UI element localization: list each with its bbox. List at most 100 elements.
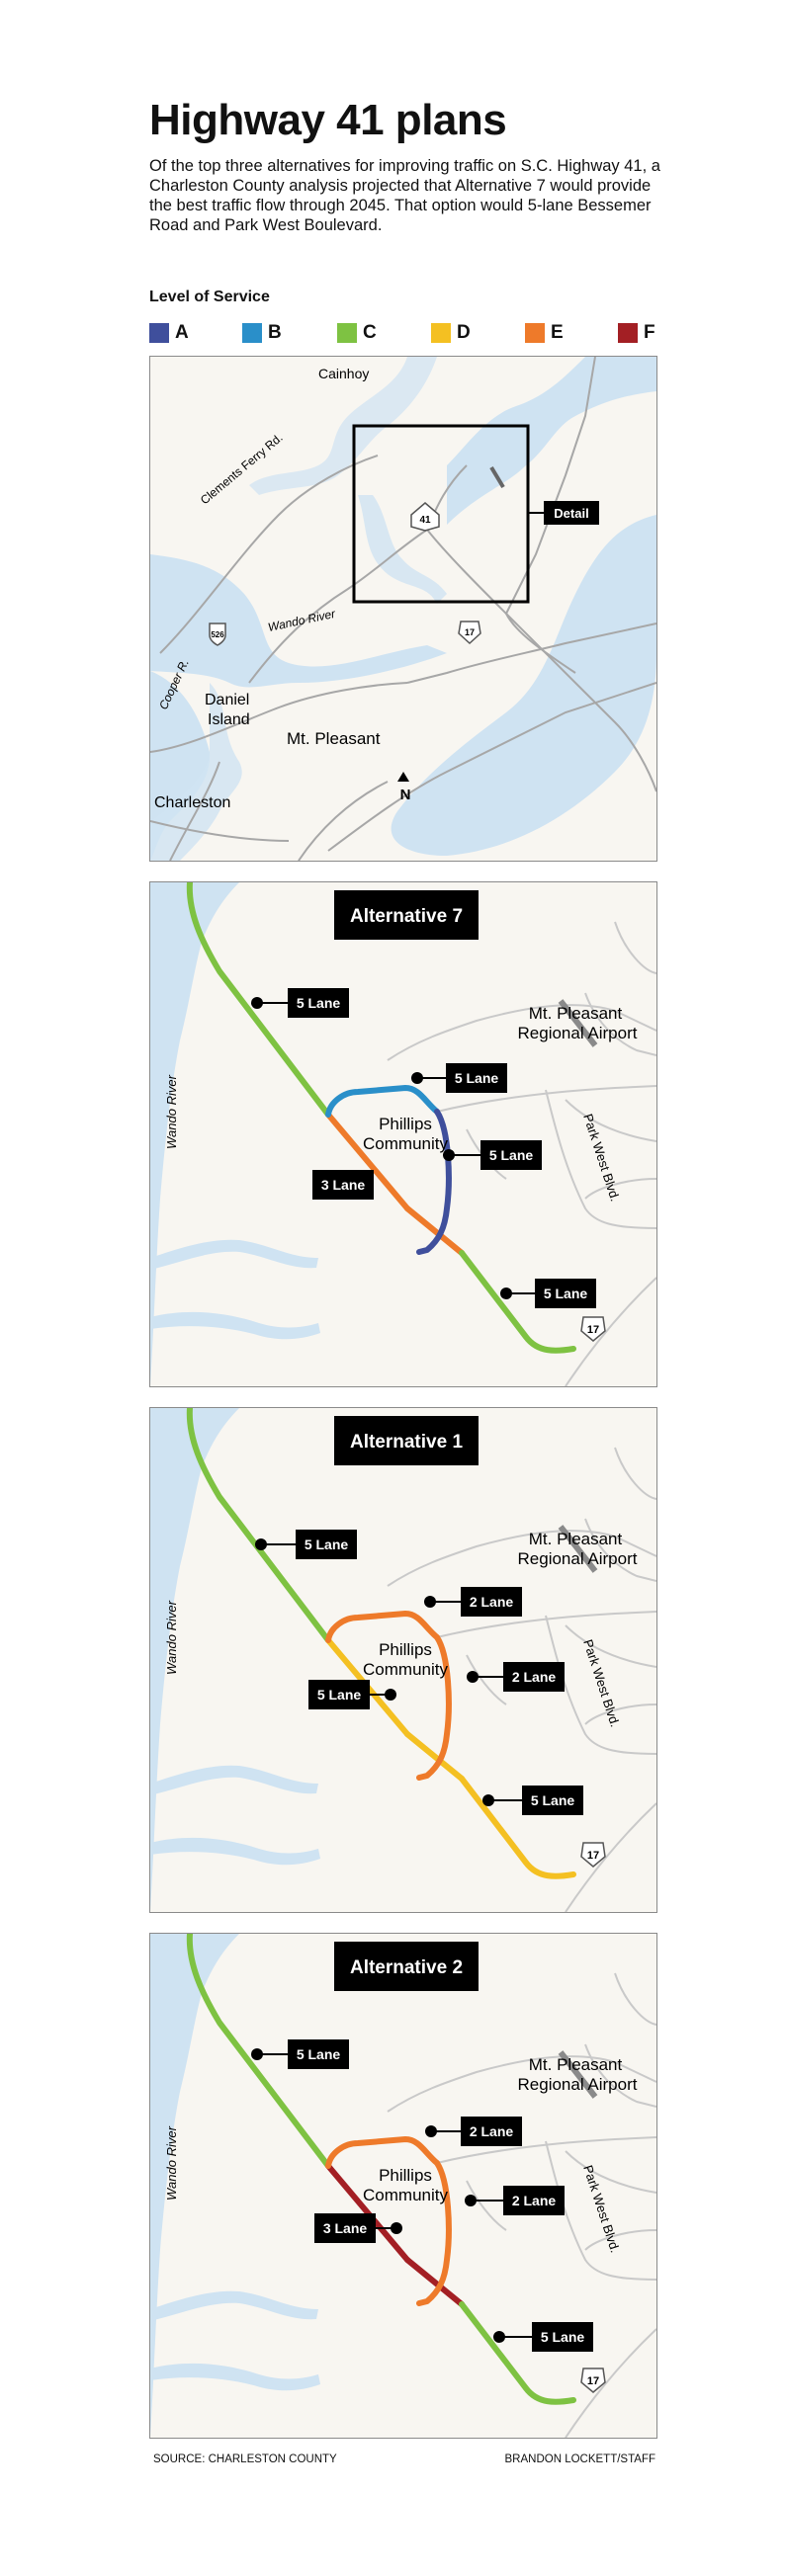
intro-text: Of the top three alternatives for improv… [149,157,660,234]
alternative-title-box [334,1942,479,1991]
lane-callout-label: 5 Lane [317,1687,362,1703]
alternative-title: Alternative 7 [334,890,479,940]
callout-box [532,2322,593,2352]
hwy41-shield-label: 41 [419,515,431,526]
creek-water [150,1239,318,1270]
lane-callout-label: 2 Lane [470,1594,514,1610]
segment-bessemer [325,1085,440,1118]
lane-callout: 5 Lane [308,1680,396,1709]
local-road [614,1447,656,1500]
segment-hwy-south [459,2301,576,2405]
callout-dot [255,1538,267,1550]
local-road [545,1615,656,1755]
local-road [387,1004,656,1061]
phillips-label-line2: Community [363,1660,448,1679]
detail-label: Detail [554,506,588,521]
alternative-title-box [334,890,479,940]
lane-callout-label: 5 Lane [455,1070,499,1086]
lane-callout-label: 5 Lane [305,1537,349,1552]
north-label: N [400,787,411,803]
phillips-label-line2: Community [363,1134,448,1153]
legend-item-c: C [337,321,377,345]
local-road [436,1611,656,1638]
lane-callout: 5 Lane [411,1063,507,1093]
callout-dot [467,1671,479,1683]
water-area [150,1934,320,2438]
legend-swatch-d [431,323,451,343]
phillips-label-line1: Phillips [379,1640,432,1659]
water-area [150,882,320,1386]
alternative-title: Alternative 2 [334,1942,479,1991]
lane-callout-label: 5 Lane [489,1147,534,1163]
lane-callout: 5 Lane [255,1530,357,1559]
local-road [565,1624,656,1668]
callout-box [288,2039,349,2069]
local-road [614,921,656,974]
airport-label-line1: Mt. Pleasant [529,2055,623,2074]
segment-hwy-lower [404,2257,465,2307]
creek-water [160,1934,179,1983]
us17-shield-label: 17 [587,1850,599,1862]
phillips-label-line1: Phillips [379,1115,432,1133]
local-road [584,2043,656,2108]
callout-box [446,1063,507,1093]
us17-shield-outline [580,1316,606,1342]
local-road [565,1277,656,1386]
legend-label-c: C [363,322,377,343]
airport-runway [558,2050,598,2099]
legend-swatch-b [242,323,262,343]
airport-label-line2: Regional Airport [518,2075,638,2094]
segment-hwy-north [186,1934,331,2169]
callout-dot [493,2331,505,2343]
airport-label-line2: Regional Airport [518,1024,638,1042]
wando-river-label: Wando River [164,2125,179,2201]
legend-label-a: A [175,322,189,343]
us17-shield: 17 [580,2368,606,2393]
alternative-title-text: Alternative 7 [350,906,463,927]
wando-river-water [150,1408,239,1912]
us17-shield-locator: 17 [458,621,481,645]
local-road [565,1099,656,1142]
legend-swatch-c [337,323,357,343]
creek-water [150,1311,320,1340]
callout-dot [500,1288,512,1299]
creek-water [160,882,179,932]
phillips-label-line1: Phillips [379,2166,432,2185]
alternative-title-text: Alternative 2 [350,1957,463,1978]
lane-callout-label: 5 Lane [297,995,341,1011]
legend-label-e: E [551,322,564,343]
page-title: Highway 41 plans [149,96,507,144]
wando-river-water [150,882,239,1386]
lane-callout-label: 5 Lane [531,1792,575,1808]
local-road [436,1085,656,1113]
airport-label-line2: Regional Airport [518,1549,638,1568]
callout-dot [482,1794,494,1806]
legend-title: Level of Service [149,289,270,305]
segment-hwy-south [459,1250,576,1354]
lane-callout: 5 Lane [443,1140,542,1170]
callout-box [461,2117,522,2146]
alternative-title-box [334,1416,479,1465]
callout-box [312,1170,374,1200]
segment-hwy-north [186,1408,331,1643]
segment-park-west [416,1634,452,1781]
legend-item-d: D [431,321,471,345]
label-island: Island [208,711,250,728]
callout-box [296,1530,357,1559]
alternative-title: Alternative 1 [334,1416,479,1465]
locator-map: Detail 41 526 17 Cainhoy Clements Ferry … [149,356,657,862]
segment-park-west [416,2160,452,2306]
local-road [466,2180,507,2231]
legend-label-f: F [644,322,655,343]
locator-roads [150,357,656,861]
hwy41-shield: 41 [410,502,440,532]
legend-label-d: D [457,322,471,343]
label-daniel: Daniel [205,692,249,708]
creek-water [160,1408,179,1457]
callout-box [314,2213,376,2243]
creek-water [150,1837,320,1866]
